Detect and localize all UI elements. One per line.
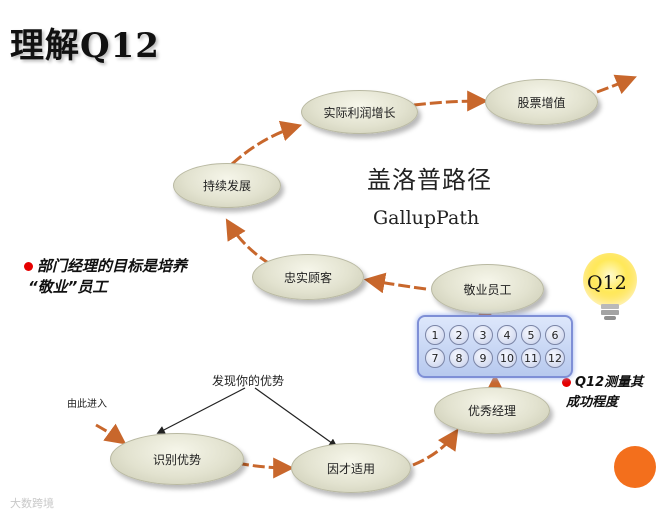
arrow-profit-to-stock: [413, 90, 489, 112]
q12-measure-note: Q12测量其 成功程度: [562, 373, 643, 413]
q12-circle: 4: [497, 325, 517, 345]
q12-circle: 3: [473, 325, 493, 345]
discover-strengths-label: 发现你的优势: [212, 374, 285, 388]
node-loyal-customers: 忠实顾客: [252, 254, 364, 300]
node-stock-appreciation: 股票增值: [485, 79, 598, 125]
q12-measure-line1: Q12测量其: [575, 375, 644, 390]
manager-goal-line2: “敬业”员工: [28, 278, 108, 296]
node-sustainable-growth: 持续发展: [173, 163, 281, 208]
gallup-path-title-en: GallupPath: [373, 207, 480, 229]
red-bullet-icon: [562, 378, 571, 387]
q12-measure-line2: 成功程度: [566, 395, 619, 410]
orange-decoration-circle: [614, 446, 656, 488]
enter-here-label: 由此进入: [67, 399, 107, 410]
red-bullet-icon: [24, 262, 33, 271]
q12-circle: 12: [545, 348, 565, 368]
arrow-identify-to-place: [236, 457, 295, 479]
arrow-engaged-to-loyal: [363, 272, 427, 294]
q12-circle: 11: [521, 348, 541, 368]
q12-question-panel: 1 2 3 4 5 6 7 8 9 10 11 12: [417, 315, 573, 378]
node-identify-strengths: 识别优势: [110, 433, 244, 485]
manager-goal-line1: 部门经理的目标是培养: [37, 257, 188, 275]
node-engaged-employees: 敬业员工: [431, 264, 544, 314]
lightbulb-icon: [583, 253, 637, 320]
q12-circle: 10: [497, 348, 517, 368]
arrow-place-to-manager: [412, 428, 459, 467]
q12-circle: 8: [449, 348, 469, 368]
node-right-placement: 因才适用: [291, 443, 411, 493]
q12-circle: 5: [521, 325, 541, 345]
arrow-stock-to-exit: [596, 74, 637, 95]
arrow-loyal-to-growth: [225, 218, 271, 266]
q12-circle: 6: [545, 325, 565, 345]
manager-goal-note: 部门经理的目标是培养 “敬业”员工: [24, 256, 187, 298]
arrow-growth-to-profit: [230, 120, 303, 166]
node-profit-growth: 实际利润增长: [301, 90, 418, 134]
gallup-path-title-cn: 盖洛普路径: [367, 166, 492, 194]
q12-circle: 2: [449, 325, 469, 345]
arrow-enter-to-identify: [95, 423, 127, 445]
watermark-text: 大数跨境: [10, 497, 54, 510]
node-great-manager: 优秀经理: [434, 387, 550, 434]
q12-circle: 1: [425, 325, 445, 345]
page-title: 理解Q12: [10, 26, 160, 66]
bulb-q12-label: Q12: [587, 272, 627, 294]
arrow-discover-to-identify: [156, 387, 246, 434]
arrow-discover-to-place: [254, 387, 338, 447]
q12-circle: 9: [473, 348, 493, 368]
q12-circle: 7: [425, 348, 445, 368]
